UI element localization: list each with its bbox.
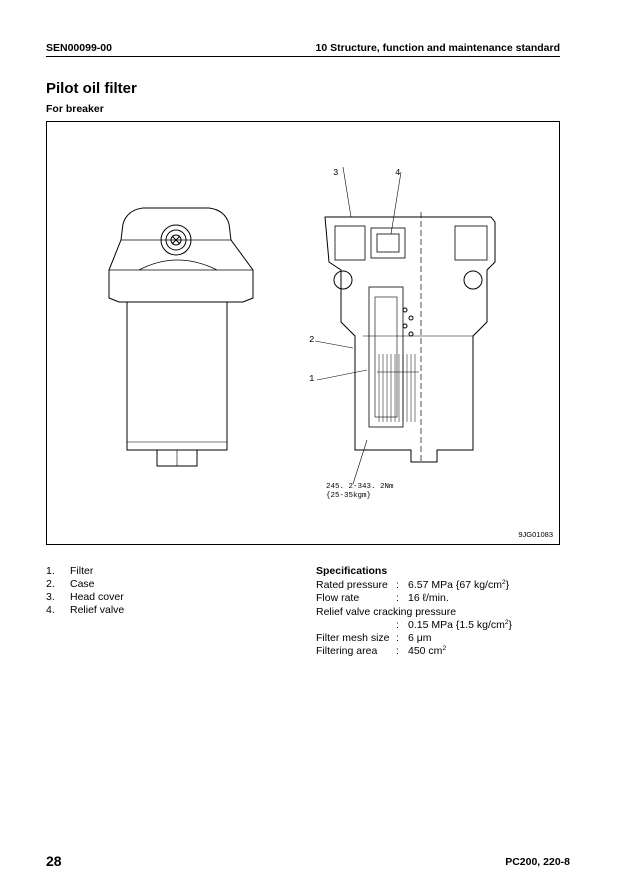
parts-list: 1. Filter 2. Case 3. Head cover 4. Relief va… xyxy=(46,565,124,617)
torque-nm: 245. 2-343. 2Nm xyxy=(326,483,394,491)
list-item: 2. Case xyxy=(46,578,124,591)
spec-label: Filtering area xyxy=(316,645,378,658)
page-subtitle: For breaker xyxy=(46,103,104,115)
spec-colon: : xyxy=(396,579,399,592)
callout-3: 3 xyxy=(333,168,339,178)
torque-kgm: {25-35kgm} xyxy=(326,492,372,500)
part-name: Case xyxy=(70,578,95,590)
callout-1: 1 xyxy=(309,374,315,384)
list-item: 4. Relief valve xyxy=(46,604,124,617)
part-number: 1. xyxy=(46,565,55,577)
section-view xyxy=(314,166,496,485)
spec-label: Filter mesh size xyxy=(316,632,390,645)
page-number: 28 xyxy=(46,853,62,869)
spec-colon: : xyxy=(396,618,399,631)
spec-label: Flow rate xyxy=(316,592,360,605)
model-number: PC200, 220-8 xyxy=(505,856,570,868)
spec-value: 6 μm xyxy=(408,632,432,645)
spec-value: 450 cm2 xyxy=(408,645,447,658)
list-item: 1. Filter xyxy=(46,565,124,578)
part-number: 3. xyxy=(46,591,55,603)
part-number: 4. xyxy=(46,604,55,616)
filter-drawing xyxy=(108,166,496,485)
specifications: Specifications Rated pressure : 6.57 MPa… xyxy=(316,565,512,658)
spec-filtering-area: Filtering area : 450 cm2 xyxy=(316,645,512,658)
figure-code: 9JG01083 xyxy=(518,530,553,539)
filter-figure: 3 4 2 1 245. 2-343. 2Nm {25-35kgm} 9JG01… xyxy=(46,121,560,545)
spec-colon: : xyxy=(396,592,399,605)
spec-value: 6.57 MPa {67 kg/cm2} xyxy=(408,579,510,592)
external-view xyxy=(108,207,254,467)
page-title: Pilot oil filter xyxy=(46,80,137,97)
spec-colon: : xyxy=(396,632,399,645)
spec-label: Relief valve cracking pressure xyxy=(316,605,457,618)
part-name: Filter xyxy=(70,565,94,577)
torque-note: 245. 2-343. 2Nm {25-35kgm} xyxy=(326,483,394,501)
spec-mesh-size: Filter mesh size : 6 μm xyxy=(316,632,512,645)
spec-value: 16 ℓ/min. xyxy=(408,592,449,605)
part-name: Head cover xyxy=(70,591,124,603)
spec-relief-value: : 0.15 MPa {1.5 kg/cm2} xyxy=(316,619,512,632)
spec-flow-rate: Flow rate : 16 ℓ/min. xyxy=(316,592,512,605)
section-title: 10 Structure, function and maintenance s… xyxy=(315,42,560,54)
callout-2: 2 xyxy=(309,335,315,345)
part-name: Relief valve xyxy=(70,604,125,616)
callout-4: 4 xyxy=(395,168,401,178)
doc-code: SEN00099-00 xyxy=(46,42,112,54)
spec-relief-label: Relief valve cracking pressure xyxy=(316,606,512,619)
spec-label: Rated pressure xyxy=(316,579,388,592)
spec-rated-pressure: Rated pressure : 6.57 MPa {67 kg/cm2} xyxy=(316,579,512,592)
header-divider xyxy=(46,56,560,57)
list-item: 3. Head cover xyxy=(46,591,124,604)
spec-title: Specifications xyxy=(316,565,388,577)
spec-colon: : xyxy=(396,645,399,658)
spec-value: 0.15 MPa {1.5 kg/cm2} xyxy=(408,618,513,631)
part-number: 2. xyxy=(46,578,55,590)
filter-element-hatch xyxy=(378,354,416,422)
